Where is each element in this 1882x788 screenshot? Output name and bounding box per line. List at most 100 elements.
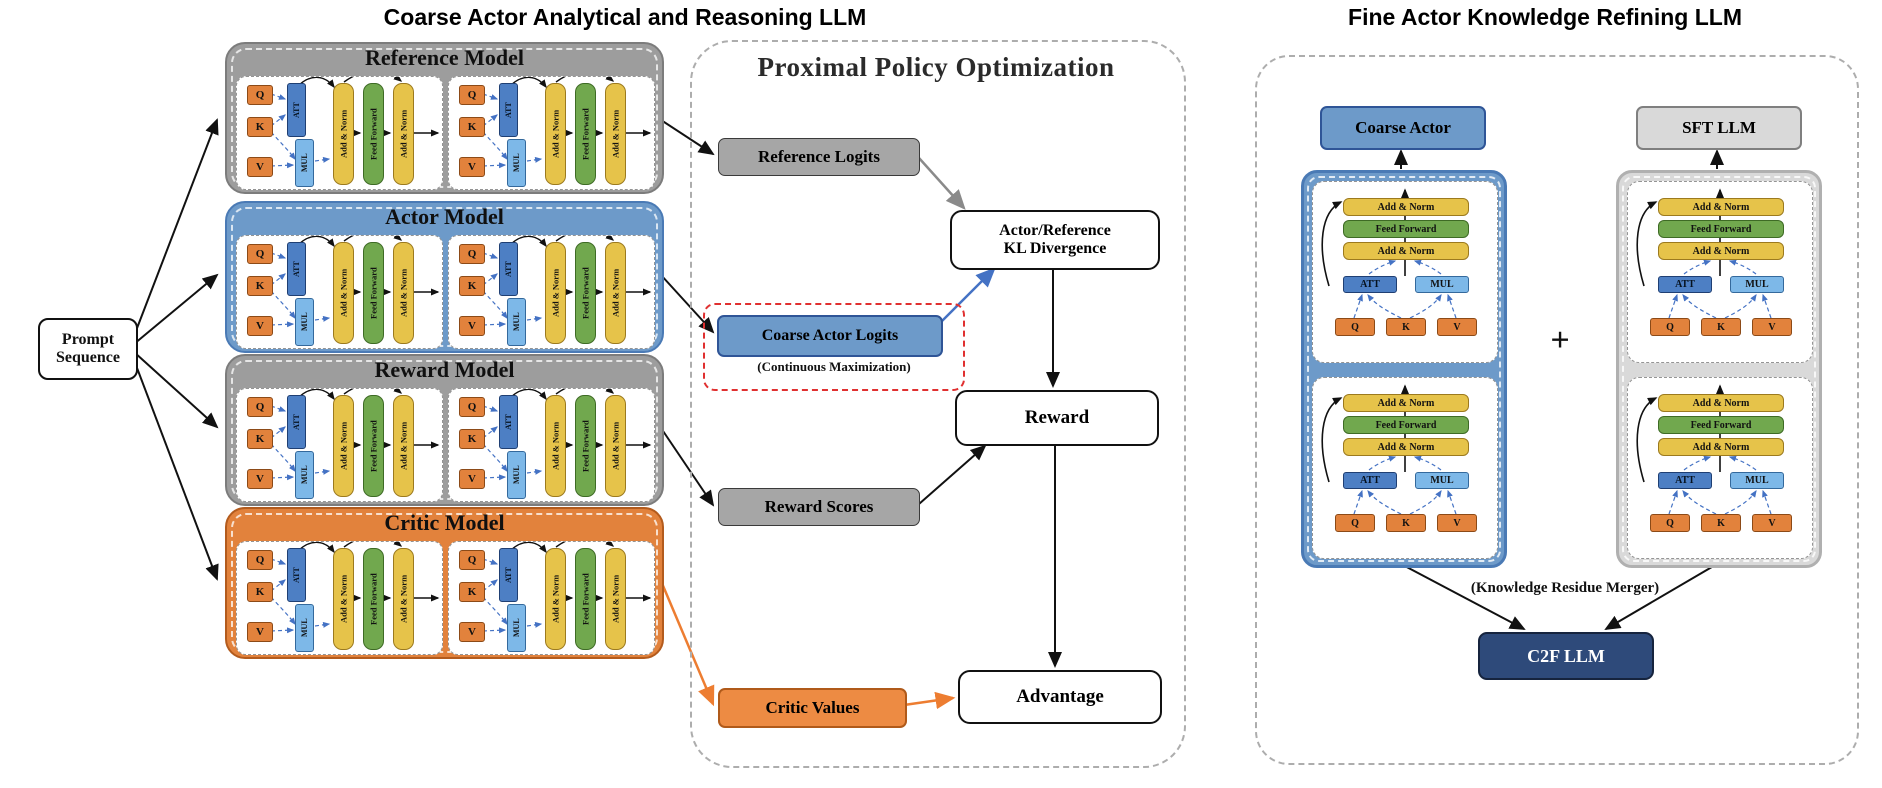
add-norm-box: Add & Norm [333, 395, 354, 497]
att-box: ATT [499, 395, 518, 449]
k-box: K [1386, 318, 1426, 336]
add-norm-box: Add & Norm [1343, 242, 1469, 260]
v-box: V [1437, 318, 1477, 336]
q-box: Q [459, 550, 485, 570]
transformer-block: Q K V ATT MUL Add & Norm Feed Forward Ad… [236, 541, 443, 655]
block-wires [270, 542, 440, 634]
block-wires [270, 389, 440, 481]
transformer-block: Q K V ATT MUL Add & Norm Feed Forward Ad… [236, 76, 443, 190]
right-section-title: Fine Actor Knowledge Refining LLM [1348, 4, 1742, 30]
feed-forward-box: Feed Forward [1343, 220, 1469, 238]
k-box: K [459, 582, 485, 602]
ppo-container [690, 40, 1186, 768]
q-box: Q [459, 397, 485, 417]
add-norm-box: Add & Norm [393, 395, 414, 497]
prompt-sequence-box: Prompt Sequence [38, 318, 138, 380]
reference-model-title: Reference Model [364, 45, 525, 70]
add-norm-box: Add & Norm [545, 83, 566, 185]
q-box: Q [247, 85, 273, 105]
transformer-block-slot: Q K V ATT MUL Add & Norm Feed Forward Ad… [236, 541, 443, 655]
mul-box: MUL [1730, 472, 1784, 489]
coarse-actor-logits-node: Coarse Actor Logits [717, 315, 943, 357]
add-norm-box: Add & Norm [333, 242, 354, 344]
add-norm-box: Add & Norm [605, 242, 626, 344]
v-box: V [459, 622, 485, 642]
q-box: Q [247, 397, 273, 417]
reference-model: Reference Model [225, 42, 664, 194]
k-box: K [247, 276, 273, 296]
v-box: V [459, 157, 485, 177]
k-box: K [247, 582, 273, 602]
block-wires [482, 542, 652, 634]
k-box: K [1701, 318, 1741, 336]
att-box: ATT [287, 548, 306, 602]
q-box: Q [459, 85, 485, 105]
left-section-title: Coarse Actor Analytical and Reasoning LL… [383, 4, 867, 30]
plus-sign: + [1550, 322, 1570, 359]
transformer-block-slot: Add & Norm Feed Forward Add & Norm ATT M… [1312, 181, 1498, 363]
coarse-actor-header: Coarse Actor [1320, 106, 1486, 150]
reward-model: Reward Model [225, 354, 664, 506]
q-box: Q [1650, 318, 1690, 336]
k-box: K [247, 429, 273, 449]
ppo-title: Proximal Policy Optimization [757, 52, 1115, 82]
transformer-block-slot: Add & Norm Feed Forward Add & Norm ATT M… [1627, 181, 1813, 363]
att-box: ATT [287, 395, 306, 449]
add-norm-box: Add & Norm [545, 395, 566, 497]
q-box: Q [247, 550, 273, 570]
continuous-maximization-label: (Continuous Maximization) [757, 359, 911, 374]
q-box: Q [1335, 514, 1375, 532]
mul-box: MUL [295, 298, 314, 346]
add-norm-box: Add & Norm [333, 83, 354, 185]
att-box: ATT [1658, 276, 1712, 293]
mul-box: MUL [507, 604, 526, 652]
mul-box: MUL [1730, 276, 1784, 293]
att-box: ATT [287, 83, 306, 137]
critic-values-node: Critic Values [718, 688, 907, 728]
transformer-block: Q K V ATT MUL Add & Norm Feed Forward Ad… [448, 388, 655, 502]
add-norm-box: Add & Norm [605, 395, 626, 497]
k-box: K [247, 117, 273, 137]
att-box: ATT [287, 242, 306, 296]
q-box: Q [459, 244, 485, 264]
add-norm-box: Add & Norm [1343, 198, 1469, 216]
block-wires [482, 77, 652, 169]
add-norm-box: Add & Norm [1658, 438, 1784, 456]
coarse-actor-stack: Add & Norm Feed Forward Add & Norm ATT M… [1301, 170, 1507, 568]
mul-box: MUL [507, 451, 526, 499]
feed-forward-box: Feed Forward [363, 83, 384, 185]
v-box: V [247, 157, 273, 177]
q-box: Q [247, 244, 273, 264]
transformer-block: Q K V ATT MUL Add & Norm Feed Forward Ad… [236, 235, 443, 349]
transformer-block-slot: Q K V ATT MUL Add & Norm Feed Forward Ad… [236, 235, 443, 349]
mul-box: MUL [295, 604, 314, 652]
mul-box: MUL [1415, 472, 1469, 489]
v-box: V [247, 622, 273, 642]
mul-box: MUL [1415, 276, 1469, 293]
add-norm-box: Add & Norm [1343, 438, 1469, 456]
advantage-node: Advantage [958, 670, 1162, 724]
mul-box: MUL [295, 139, 314, 187]
kl-divergence-line1: Actor/Reference [999, 221, 1111, 239]
k-box: K [459, 117, 485, 137]
block-wires [482, 236, 652, 328]
mul-box: MUL [507, 139, 526, 187]
continuous-maximization-outline: Coarse Actor Logits (Continuous Maximiza… [703, 303, 965, 391]
v-box: V [459, 316, 485, 336]
reward-model-title: Reward Model [374, 357, 515, 382]
actor-model-title: Actor Model [385, 204, 504, 229]
add-norm-box: Add & Norm [545, 548, 566, 650]
fine-actor-container [1255, 55, 1859, 765]
feed-forward-box: Feed Forward [1658, 220, 1784, 238]
critic-model: Critic Model [225, 507, 664, 659]
transformer-block-slot: Add & Norm Feed Forward Add & Norm ATT M… [1312, 377, 1498, 559]
transformer-block-slot: Q K V ATT MUL Add & Norm Feed Forward Ad… [448, 541, 655, 655]
c2f-llm-node: C2F LLM [1478, 632, 1654, 680]
transformer-block-slot: Q K V ATT MUL Add & Norm Feed Forward Ad… [448, 388, 655, 502]
v-box: V [459, 469, 485, 489]
add-norm-box: Add & Norm [605, 83, 626, 185]
add-norm-box: Add & Norm [1658, 394, 1784, 412]
add-norm-box: Add & Norm [393, 242, 414, 344]
reward-scores-node: Reward Scores [718, 488, 920, 526]
